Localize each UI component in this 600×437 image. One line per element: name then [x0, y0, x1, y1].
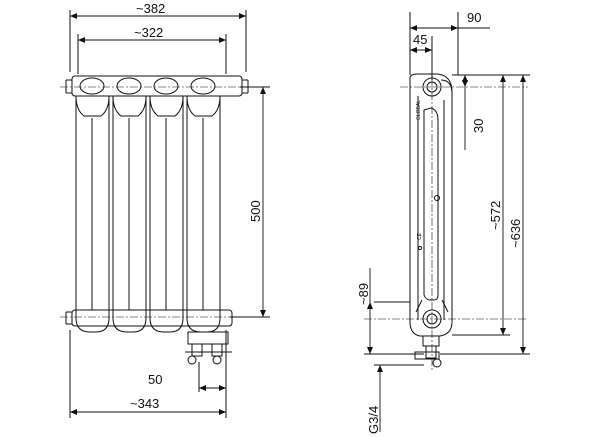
connection-offset-label: 50 — [148, 372, 162, 387]
ce-mark: CE — [417, 232, 423, 240]
thread-size-label: G3/4 — [366, 406, 381, 434]
radiator-sections — [75, 77, 221, 333]
connection-height-label: ~89 — [356, 283, 371, 305]
side-view — [364, 12, 530, 370]
bottom-width-label: ~343 — [130, 396, 159, 411]
overall-height-label: ~636 — [508, 219, 523, 248]
top-to-axis-label: 30 — [471, 119, 486, 133]
axis-width-label: ~322 — [134, 25, 163, 40]
axis-height-label: 500 — [248, 200, 263, 222]
body-height-label: ~572 — [488, 201, 503, 230]
depth-label: 90 — [467, 10, 481, 25]
side-valve-fitting — [414, 335, 442, 368]
connector-offset-label: 45 — [413, 32, 427, 47]
front-view — [60, 10, 270, 418]
brand-mark: GLOBAL — [416, 100, 422, 120]
valve-fitting — [185, 331, 232, 365]
overall-width-label: ~382 — [136, 1, 165, 16]
